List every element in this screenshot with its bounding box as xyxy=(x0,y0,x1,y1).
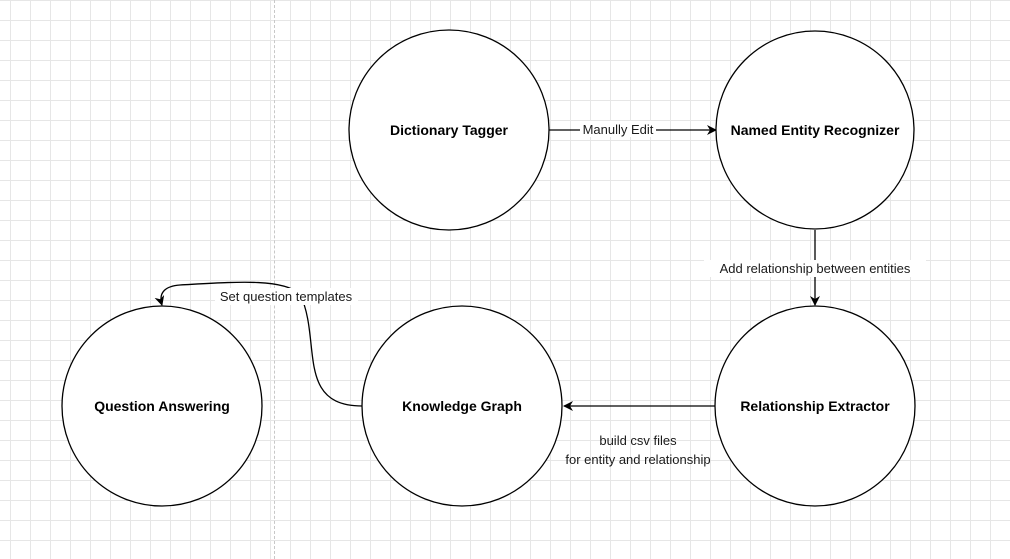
edge-manual-edit[interactable]: Manully Edit xyxy=(549,121,717,137)
node-knowledge-graph[interactable]: Knowledge Graph xyxy=(361,305,563,507)
node-label-named-entity-recognizer: Named Entity Recognizer xyxy=(731,122,900,138)
edge-label-manual-edit: Manully Edit xyxy=(583,122,654,137)
edge-label-build-csv-line1: build csv files xyxy=(599,433,677,448)
edge-label-question-templates: Set question templates xyxy=(220,289,353,304)
node-relationship-extractor[interactable]: Relationship Extractor xyxy=(714,305,916,507)
node-question-answering[interactable]: Question Answering xyxy=(61,305,263,507)
edge-build-csv[interactable]: build csv files for entity and relations… xyxy=(563,401,715,467)
node-label-knowledge-graph: Knowledge Graph xyxy=(402,398,522,414)
node-label-question-answering: Question Answering xyxy=(94,398,230,414)
edge-label-build-csv-line2: for entity and relationship xyxy=(565,452,710,467)
edge-label-add-relationship: Add relationship between entities xyxy=(720,261,911,276)
node-named-entity-recognizer[interactable]: Named Entity Recognizer xyxy=(715,30,915,230)
node-label-relationship-extractor: Relationship Extractor xyxy=(740,398,890,414)
edge-add-relationship[interactable]: Add relationship between entities xyxy=(704,230,926,306)
node-label-dictionary-tagger: Dictionary Tagger xyxy=(390,122,509,138)
page-break-divider xyxy=(274,0,275,559)
edge-question-templates[interactable]: Set question templates xyxy=(154,281,363,407)
node-dictionary-tagger[interactable]: Dictionary Tagger xyxy=(348,29,550,231)
